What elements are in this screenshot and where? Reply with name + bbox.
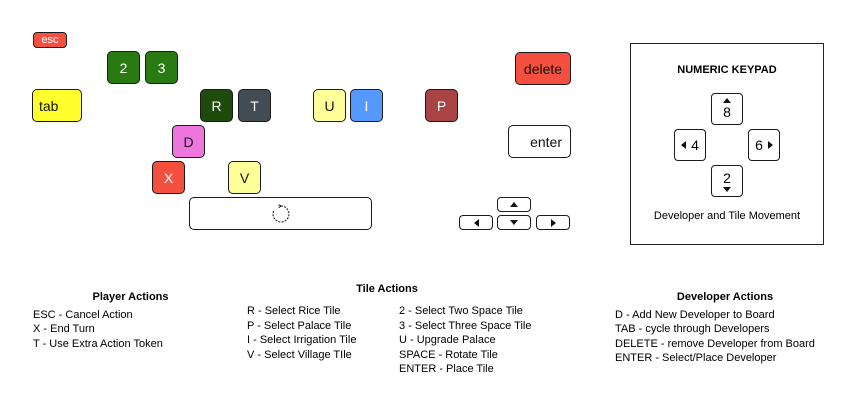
legend-line: ENTER - Select/Place Developer <box>615 352 777 364</box>
legend-line: ENTER - Place Tile <box>399 363 494 375</box>
arrow-right-icon <box>767 141 773 149</box>
legend-line: R - Select Rice Tile <box>247 305 341 317</box>
key-v[interactable]: V <box>228 161 261 194</box>
key-3[interactable]: 3 <box>145 51 178 84</box>
keypad-2-key[interactable]: 2 <box>711 165 743 197</box>
legend-line: D - Add New Developer to Board <box>615 308 775 321</box>
player-actions-legend: Player Actions ESC - Cancel Action X - E… <box>33 290 228 351</box>
keypad-2-label: 2 <box>723 170 731 186</box>
legend-line: U - Upgrade Palace <box>399 334 496 346</box>
tab-key[interactable]: tab <box>32 89 82 122</box>
legend-line: P - Select Palace Tile <box>247 319 352 332</box>
enter-key[interactable]: enter <box>508 125 571 158</box>
arrow-left-icon <box>681 141 687 149</box>
key-2[interactable]: 2 <box>107 51 140 84</box>
tile-actions-legend: Tile Actions R - Select Rice Tile P - Se… <box>247 282 557 375</box>
keypad-8-label: 8 <box>723 104 731 120</box>
arrow-down-icon <box>723 187 731 192</box>
key-d[interactable]: D <box>172 125 205 158</box>
key-t[interactable]: T <box>238 89 271 122</box>
arrow-up-key[interactable] <box>497 197 531 212</box>
arrow-left-icon <box>473 218 479 227</box>
legend-line: 2 - Select Two Space Tile <box>399 305 523 317</box>
arrow-up-icon <box>510 202 518 207</box>
numeric-keypad-panel: NUMERIC KEYPAD 8 4 6 2 Developer and Til… <box>630 43 824 245</box>
legend-line: DELETE - remove Developer from Board <box>615 337 815 350</box>
tile-actions-col2: 2 - Select Two Space Tile 3 - Select Thr… <box>399 304 531 377</box>
legend-line: TAB - cycle through Developers <box>615 323 770 335</box>
legend-line: SPACE - Rotate Tile <box>399 348 498 361</box>
key-x[interactable]: X <box>152 161 185 194</box>
legend-line: I - Select Irrigation Tile <box>247 334 357 346</box>
keypad-6-label: 6 <box>755 137 763 153</box>
tile-actions-title: Tile Actions <box>356 283 418 295</box>
space-key[interactable] <box>189 197 372 230</box>
arrow-left-key[interactable] <box>459 215 493 230</box>
keypad-title: NUMERIC KEYPAD <box>677 64 777 76</box>
keypad-4-key[interactable]: 4 <box>674 129 706 161</box>
arrow-right-key[interactable] <box>536 215 570 230</box>
tile-actions-col1: R - Select Rice Tile P - Select Palace T… <box>247 304 356 362</box>
developer-actions-legend: Developer Actions D - Add New Developer … <box>615 290 835 366</box>
keypad-footer: Developer and Tile Movement <box>653 210 801 222</box>
player-actions-title: Player Actions <box>92 291 169 303</box>
key-u[interactable]: U <box>313 89 346 122</box>
legend-line: T - Use Extra Action Token <box>33 337 163 350</box>
arrow-up-icon <box>723 98 731 103</box>
keypad-8-key[interactable]: 8 <box>711 93 743 125</box>
arrow-right-icon <box>550 218 556 227</box>
delete-key[interactable]: delete <box>515 52 571 85</box>
legend-line: ESC - Cancel Action <box>33 308 133 321</box>
key-r[interactable]: R <box>200 89 233 122</box>
legend-line: 3 - Select Three Space Tile <box>399 319 532 332</box>
key-i[interactable]: I <box>350 89 383 122</box>
rotate-icon <box>272 203 289 222</box>
arrow-down-key[interactable] <box>497 215 531 230</box>
developer-actions-title: Developer Actions <box>676 291 774 303</box>
key-p[interactable]: P <box>425 89 458 122</box>
arrow-down-icon <box>510 220 518 225</box>
legend-line: V - Select Village TIle <box>247 348 352 361</box>
legend-line: X - End Turn <box>33 323 95 335</box>
keypad-4-label: 4 <box>691 137 699 153</box>
esc-key[interactable]: esc <box>33 32 67 48</box>
keypad-6-key[interactable]: 6 <box>748 129 780 161</box>
